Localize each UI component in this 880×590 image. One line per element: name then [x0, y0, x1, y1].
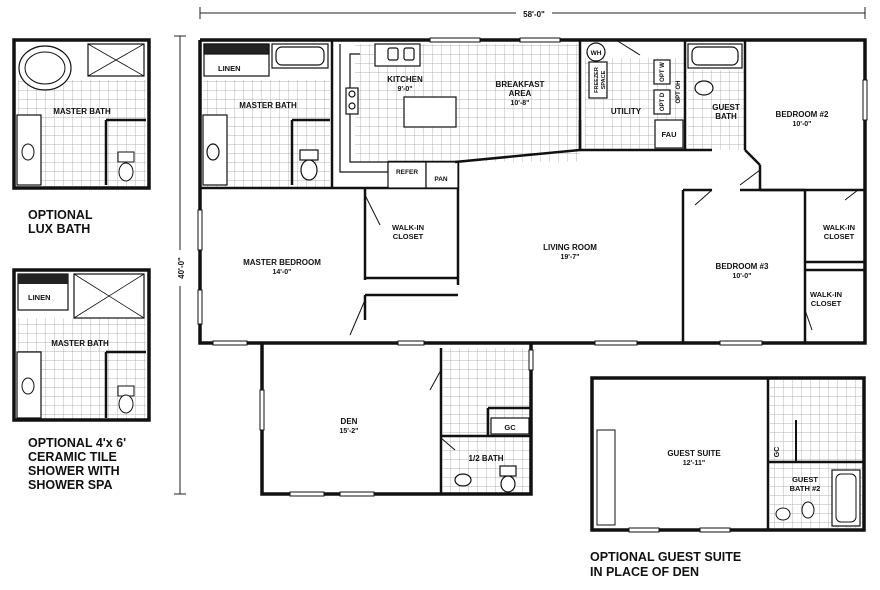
opt-oh-label: OPT OH [676, 80, 682, 103]
opt-dryer-label: OPT D [660, 92, 666, 111]
bedroom3-size: 10'-0" [733, 273, 752, 280]
freezer-space-label: SPACE [601, 70, 607, 89]
shower-title-2: CERAMIC TILE [28, 450, 117, 464]
kitchen-label: KITCHEN [387, 75, 423, 84]
refer-label: REFER [396, 169, 418, 176]
freezer-label: FREEZER [594, 67, 600, 93]
shower-title-1: OPTIONAL 4'x 6' [28, 436, 126, 450]
kitchen-size: 9'-0" [397, 86, 412, 93]
width-dimension: 58'-0" [199, 6, 866, 20]
optional-lux-bath: MASTER BATH OPTIONAL LUX BATH [12, 38, 151, 236]
fixtures [202, 42, 743, 493]
guest-bath2-label-2: BATH #2 [790, 484, 821, 493]
walkin-closet-master-label-2: CLOSET [393, 232, 424, 241]
opt-washer-label: OPT W [660, 62, 666, 82]
gc-label: GC [504, 423, 516, 432]
utility-label: UTILITY [611, 107, 642, 116]
linen-label: LINEN [218, 64, 241, 73]
bedroom2-label: BEDROOM #2 [776, 110, 829, 119]
guest-bath2-label: GUEST [792, 475, 818, 484]
walkin-closet-b2-label-2: CLOSET [824, 232, 855, 241]
guest-bath-label-2: BATH [715, 112, 737, 121]
den-size: 15'-2" [340, 428, 359, 435]
width-dimension-label: 58'-0" [523, 10, 545, 19]
breakfast-size: 10'-8" [511, 100, 530, 107]
optional-guest-suite: GUEST SUITE 12'-11" GC GUEST BATH #2 OPT… [590, 376, 866, 579]
shower-title-4: SHOWER SPA [28, 478, 113, 492]
walkin-closet-master-label: WALK-IN [392, 223, 424, 232]
room-labels: LINEN MASTER BATH KITCHEN 9'-0" BREAKFAS… [218, 50, 855, 463]
breakfast-label: BREAKFAST [496, 80, 545, 89]
lux-master-bath-label: MASTER BATH [53, 107, 111, 116]
door-swings [349, 39, 859, 451]
bedroom2-size: 10'-0" [793, 121, 812, 128]
windows [197, 37, 868, 497]
guest-suite-size: 12'-11" [683, 460, 706, 467]
water-heater-label: WH [591, 50, 602, 57]
guest-suite-gc-label: GC [774, 447, 781, 458]
master-bedroom-size: 14'-0" [273, 269, 292, 276]
optional-shower: LINEN MASTER BATH OPTIONAL 4'x 6' CERAMI… [12, 268, 151, 492]
walkin-closet-b3-label: WALK-IN [810, 290, 842, 299]
shower-title-3: SHOWER WITH [28, 464, 120, 478]
fau-label: FAU [662, 130, 677, 139]
pantry-label: PAN [434, 176, 448, 183]
guest-suite-label: GUEST SUITE [667, 449, 721, 458]
depth-dimension: 40'-0" [173, 35, 187, 495]
breakfast-area-label: AREA [509, 89, 532, 98]
living-room-size: 19'-7" [561, 254, 580, 261]
master-bath-label: MASTER BATH [239, 101, 297, 110]
half-bath-label: 1/2 BATH [469, 454, 504, 463]
den-label: DEN [341, 417, 358, 426]
shower-linen-label: LINEN [28, 293, 51, 302]
guest-bath-label: GUEST [712, 103, 740, 112]
guest-suite-title-2: IN PLACE OF DEN [590, 565, 699, 579]
walkin-closet-b3-label-2: CLOSET [811, 299, 842, 308]
lux-bath-title-1: OPTIONAL [28, 208, 93, 222]
shower-master-bath-label: MASTER BATH [51, 339, 109, 348]
bedroom3-label: BEDROOM #3 [716, 262, 769, 271]
lux-bath-title-2: LUX BATH [28, 222, 90, 236]
walkin-closet-b2-label: WALK-IN [823, 223, 855, 232]
depth-dimension-label: 40'-0" [177, 257, 186, 279]
living-room-label: LIVING ROOM [543, 243, 597, 252]
guest-suite-title-1: OPTIONAL GUEST SUITE [590, 550, 741, 564]
master-bedroom-label: MASTER BEDROOM [243, 258, 321, 267]
